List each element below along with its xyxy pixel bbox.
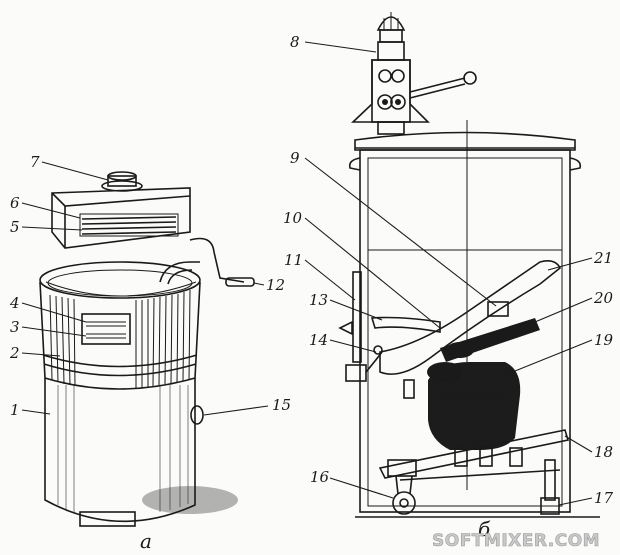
control-panel — [81, 313, 131, 345]
label-12: 12 — [266, 276, 285, 294]
label-13: 13 — [309, 291, 328, 309]
caption-a: a — [140, 529, 152, 553]
label-3: 3 — [10, 318, 20, 336]
label-16: 16 — [310, 468, 330, 486]
castor-wheel — [387, 459, 417, 515]
support-frame — [378, 429, 570, 479]
label-2: 2 — [9, 344, 20, 362]
top-lid — [354, 131, 576, 151]
label-6: 6 — [10, 194, 20, 212]
tub-hatching — [57, 385, 189, 512]
label-5: 5 — [10, 218, 20, 236]
tub-band — [42, 354, 198, 368]
support-leg — [540, 459, 560, 515]
label-15: 15 — [272, 396, 291, 414]
label-10: 10 — [283, 209, 303, 227]
crank-handle — [189, 237, 245, 283]
side-handle-right — [569, 157, 582, 171]
floor-shadow — [142, 486, 238, 514]
leader-lines — [21, 41, 593, 506]
label-8: 8 — [290, 33, 300, 51]
machine-b — [338, 12, 600, 518]
machine-a — [39, 171, 255, 527]
side-handle-left — [348, 157, 361, 171]
label-19: 19 — [594, 331, 614, 349]
watermark: SOFTMIXER.COM — [432, 531, 600, 551]
label-7: 7 — [30, 153, 40, 171]
lid-window — [79, 213, 179, 237]
label-11: 11 — [284, 251, 303, 269]
tub-rim — [39, 261, 201, 299]
inner-tray — [370, 316, 441, 333]
label-21: 21 — [593, 249, 613, 267]
valve — [345, 364, 367, 382]
label-18: 18 — [594, 443, 613, 461]
label-20: 20 — [593, 289, 614, 307]
caption-b: б — [478, 517, 491, 541]
wringer-mechanism — [350, 12, 477, 135]
base-plate — [79, 511, 136, 527]
side-bracket — [352, 271, 362, 363]
motor — [428, 362, 521, 450]
lid — [51, 187, 191, 249]
motor-mounts — [454, 447, 523, 467]
drain-plug — [190, 405, 204, 425]
label-9: 9 — [290, 149, 300, 167]
label-14: 14 — [309, 331, 328, 349]
label-17: 17 — [594, 489, 614, 507]
tub-lower-body — [44, 378, 196, 523]
tub-ribs — [49, 289, 191, 388]
label-4: 4 — [9, 294, 20, 312]
label-1: 1 — [10, 401, 20, 419]
hose — [159, 261, 200, 283]
tub-ribbed-body — [39, 281, 201, 390]
impeller-arm — [379, 260, 562, 375]
body-outline — [359, 149, 571, 513]
lid-knob — [101, 180, 143, 192]
